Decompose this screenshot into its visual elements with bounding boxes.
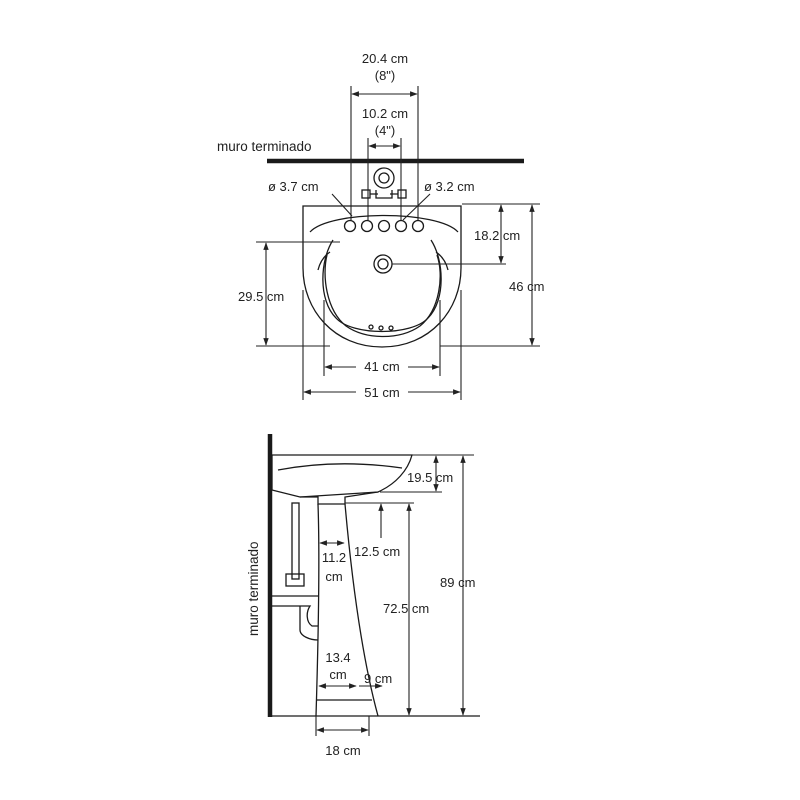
basin-left-wing	[317, 251, 331, 271]
faucet-hole-5-icon	[411, 219, 425, 233]
supply-ring-inner-icon	[378, 172, 390, 184]
basin-bowl	[322, 239, 442, 333]
basin-right-wing	[435, 251, 449, 271]
side-wall-label: muro terminado	[246, 541, 261, 636]
dim-10-cm-label: 10.2 cm	[362, 106, 408, 121]
dim-11-label-line1: 11.2	[322, 550, 346, 565]
basin-outer-outline	[302, 205, 462, 348]
dim-20-cm-label: 20.4 cm	[362, 51, 408, 66]
faucet-hole-2-icon	[360, 219, 374, 233]
valve-left-icon	[361, 189, 371, 199]
faucet-hole-4-icon	[394, 219, 408, 233]
dim-19-label: 19.5 cm	[407, 470, 453, 485]
faucet-hole-3-icon	[377, 219, 391, 233]
dim-18-label: 18.2 cm	[474, 228, 520, 243]
dim-12-label: 12.5 cm	[354, 544, 400, 559]
hole-diameter-left-label: ø 3.7 cm	[268, 179, 319, 194]
pedestal-outline	[315, 503, 379, 717]
dim-46-label: 46 cm	[509, 279, 544, 294]
basin-side-bowl	[277, 463, 403, 471]
supply-pipe-icon	[291, 502, 300, 580]
overflow-hole-3-icon	[388, 325, 394, 331]
dim-20-in-label: (8")	[375, 68, 396, 83]
hole-diameter-right-leader	[402, 193, 431, 221]
top-wall-label: muro terminado	[217, 139, 312, 154]
supply-ring-icon	[373, 167, 395, 189]
drain-inner-icon	[377, 258, 389, 270]
hole-diameter-left-leader	[331, 193, 353, 217]
hole-diameter-right-label: ø 3.2 cm	[424, 179, 475, 194]
dim-51-label: 51 cm	[364, 385, 399, 400]
dim-10-in-label: (4")	[375, 123, 396, 138]
dim-29-label: 29.5 cm	[238, 289, 284, 304]
dim-9-label: 9 cm	[364, 671, 392, 686]
overflow-hole-2-icon	[378, 325, 384, 331]
dim-89-label: 89 cm	[440, 575, 475, 590]
drain-trap-icon	[272, 595, 319, 641]
overflow-hole-1-icon	[368, 324, 374, 330]
supply-valve-icon	[285, 573, 305, 587]
top-view: muro terminado 20.4 cm (8") 10.2 cm (4")	[217, 51, 544, 400]
side-view: muro terminado 19.5 cm 12.5 cm 11.2 cm 7…	[246, 434, 480, 758]
dim-13-label-line2: cm	[329, 667, 346, 682]
dim-18-base-label: 18 cm	[325, 743, 360, 758]
basin-rim	[309, 214, 459, 233]
dim-11-label-line2: cm	[325, 569, 342, 584]
dim-13-label-line1: 13.4	[325, 650, 350, 665]
dim-72-label: 72.5 cm	[383, 601, 429, 616]
supply-hose-icon	[370, 190, 398, 199]
basin-side-underside	[300, 491, 379, 505]
basin-bowl-inner	[324, 254, 441, 338]
valve-right-icon	[397, 189, 407, 199]
basin-side-outline	[271, 454, 413, 498]
faucet-hole-1-icon	[343, 219, 357, 233]
dim-41-label: 41 cm	[364, 359, 399, 374]
drain-outer-icon	[373, 254, 393, 274]
